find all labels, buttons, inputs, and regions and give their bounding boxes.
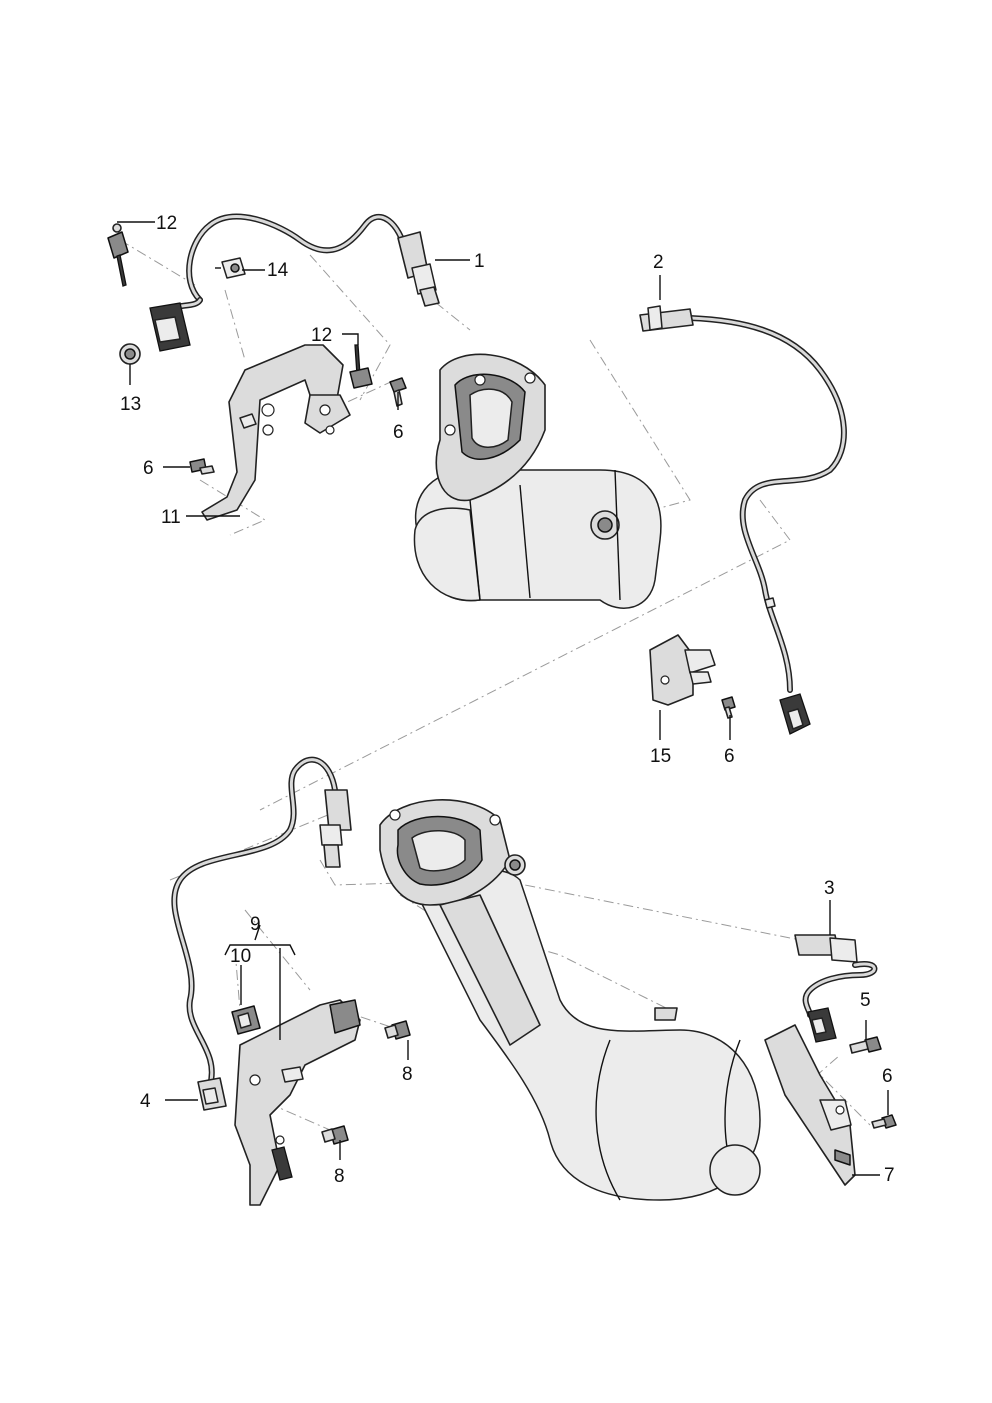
cable-tie-clip-12-top[interactable] <box>107 223 129 287</box>
oxygen-sensor-4[interactable] <box>171 756 352 1111</box>
clip-10[interactable] <box>231 1005 261 1035</box>
callout-10: 10 <box>230 946 251 967</box>
bracket-assembly-9[interactable] <box>234 999 361 1206</box>
callout-15: 15 <box>650 746 671 767</box>
callout-12-top: 12 <box>156 213 177 234</box>
catalytic-converter-bottom <box>379 799 761 1201</box>
oxygen-sensor-2[interactable] <box>639 305 847 735</box>
catalytic-converter-top <box>413 353 662 609</box>
grommet-13[interactable] <box>119 343 141 365</box>
callout-13: 13 <box>120 394 141 415</box>
oxygen-sensor-1[interactable] <box>149 213 440 352</box>
callout-8-upper: 8 <box>402 1064 413 1085</box>
bolt-5[interactable] <box>849 1036 882 1054</box>
callout-7: 7 <box>884 1165 895 1186</box>
bolt-6-lower-right-top[interactable] <box>721 696 736 719</box>
callout-14: 14 <box>267 260 289 281</box>
callout-2: 2 <box>653 252 664 273</box>
callout-8-lower: 8 <box>334 1166 345 1187</box>
leader-lines <box>117 221 889 1176</box>
heat-shield-bracket-7[interactable] <box>764 1024 856 1186</box>
oxygen-sensor-3[interactable] <box>794 934 878 1043</box>
callout-5: 5 <box>860 990 871 1011</box>
callout-1: 1 <box>474 251 485 272</box>
bracket-15[interactable] <box>649 634 716 706</box>
callout-4: 4 <box>140 1091 151 1112</box>
callout-6-top-right: 6 <box>393 422 404 443</box>
wire-clip-14[interactable] <box>215 257 246 279</box>
bolt-8-upper[interactable] <box>384 1020 411 1040</box>
bolt-6-lower-right[interactable] <box>871 1114 897 1129</box>
callout-9: 9 <box>250 914 261 935</box>
bolt-6-top-left[interactable] <box>189 458 215 475</box>
callout-3: 3 <box>824 878 835 899</box>
bolt-6-top-right[interactable] <box>389 377 407 407</box>
callout-6-middle-right: 6 <box>724 746 735 767</box>
callout-6-lower-right: 6 <box>882 1066 893 1087</box>
callout-12-middle: 12 <box>311 325 332 346</box>
bolt-8-lower[interactable] <box>321 1125 349 1145</box>
bracket-11[interactable] <box>201 344 351 521</box>
callout-6-top-left: 6 <box>143 458 154 479</box>
callout-11: 11 <box>161 507 181 528</box>
cable-tie-clip-12-middle[interactable] <box>349 344 373 389</box>
callout-labels: 12 14 1 2 12 6 13 6 11 15 6 3 9 10 5 6 8… <box>120 213 895 1187</box>
